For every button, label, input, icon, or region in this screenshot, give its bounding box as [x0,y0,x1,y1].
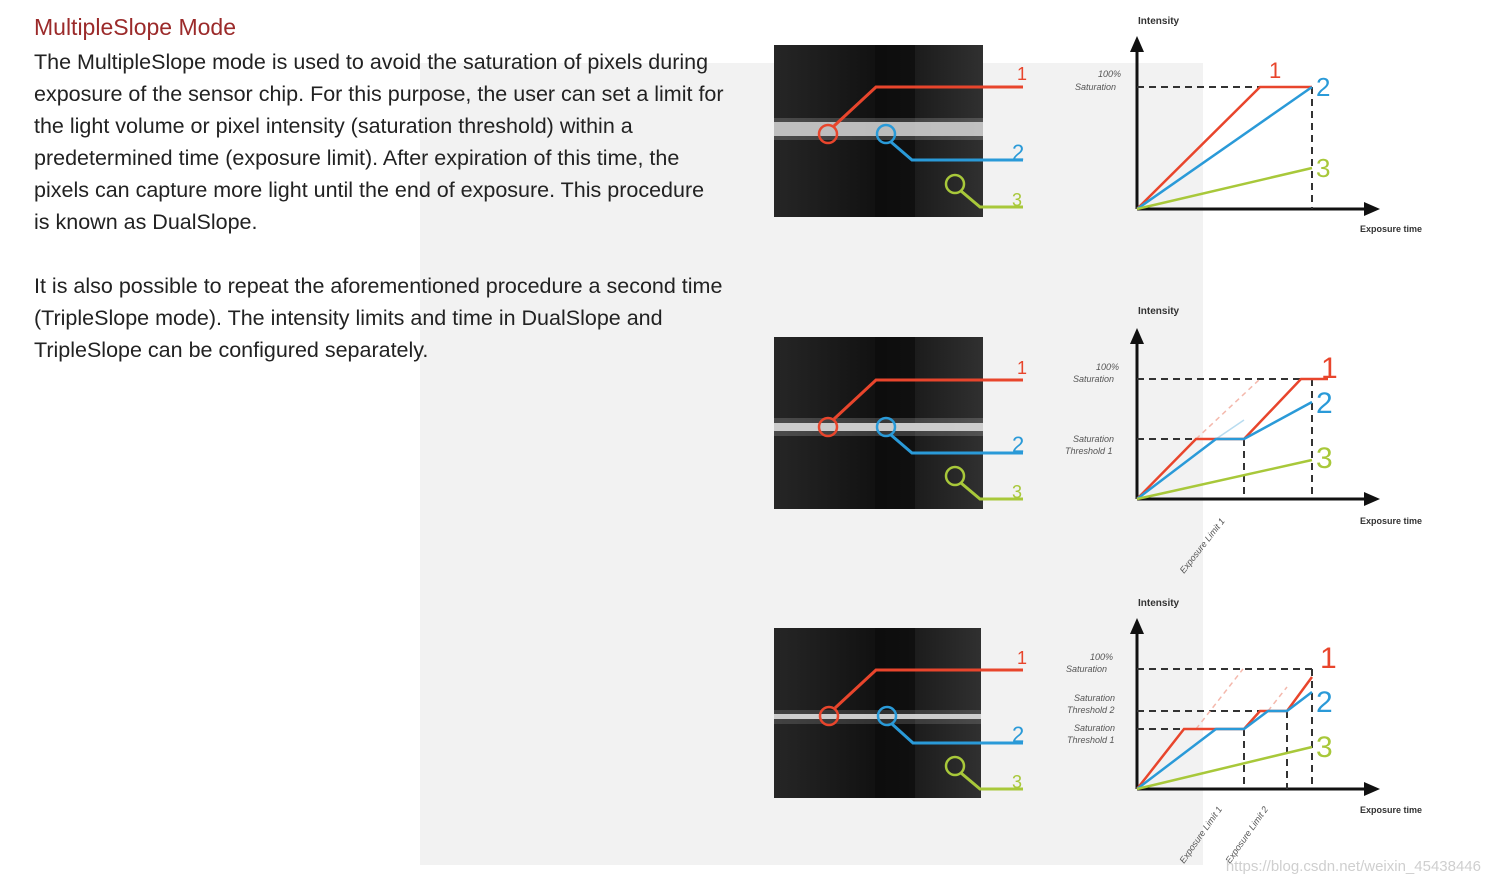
callout-label-2: 2 [1012,432,1024,457]
pixel-1-marker [817,416,839,438]
saturation-100-label: 100% [1098,69,1121,79]
callout-label-2: 2 [1012,722,1024,747]
threshold-1-label: Threshold 1 [1065,446,1113,456]
callout-label-1: 1 [1017,648,1027,668]
x-axis-label: Exposure time [1360,805,1422,815]
y-axis-label: Intensity [1138,306,1180,317]
watermark: https://blog.csdn.net/weixin_45438446 [1225,858,1481,875]
pixel-2-marker [875,416,897,438]
saturation-label: Saturation [1066,664,1107,674]
callout-label-1: 1 [1017,64,1027,84]
pixel-3-marker [944,755,966,777]
callout-label-3: 3 [1012,190,1022,210]
exposure-limit-2-label: Exposure Limit 2 [1223,805,1270,866]
pixel-3-marker [944,465,966,487]
pixel-2-marker [876,705,898,727]
saturation-100-label: 100% [1096,362,1119,372]
curve-1 [1136,676,1314,790]
curve-2 [1136,85,1313,211]
tripleslope-figure: 1 2 3 Intensity Exposure time 100% Satur… [774,598,1422,866]
callout-label-3: 3 [1012,482,1022,502]
paragraph-dualslope: The MultipleSlope mode is used to avoid … [34,50,724,234]
curve-label-3: 3 [1316,153,1330,183]
panel-dualslope: 1 2 3 Intensity Exposure time 100% Satur… [760,302,1460,592]
curve-2 [1136,400,1313,500]
sensor-bright-line [774,423,983,431]
y-axis-label: Intensity [1138,16,1180,27]
curve-3 [1136,166,1313,211]
curve-2 [1136,691,1313,790]
saturation-label: Saturation [1075,82,1116,92]
curve-label-1: 1 [1269,58,1281,83]
curve-label-3: 3 [1316,731,1333,764]
section-heading: MultipleSlope Mode [34,14,237,40]
threshold-2-label: Threshold 2 [1067,705,1115,715]
pixel-1-marker [817,123,839,145]
text-column: MultipleSlope Mode The MultipleSlope mod… [34,12,724,366]
panel-tripleslope: 1 2 3 Intensity Exposure time 100% Satur… [760,592,1460,882]
curve-1 [1136,85,1312,210]
threshold-1-label-top: Saturation [1074,723,1115,733]
exposure-limit-1-label: Exposure Limit 1 [1177,805,1224,866]
curve-3 [1136,745,1313,791]
curve-label-3: 3 [1316,442,1333,475]
threshold-1-label-top: Saturation [1073,434,1114,444]
x-axis-label: Exposure time [1360,224,1422,234]
callout-label-3: 3 [1012,772,1022,792]
threshold-2-label-top: Saturation [1074,693,1115,703]
curve-label-1: 1 [1320,642,1337,675]
threshold-1-label: Threshold 1 [1067,735,1115,745]
curve-3 [1136,458,1313,501]
dualslope-figure: 1 2 3 Intensity Exposure time 100% Satur… [774,306,1422,575]
x-axis-label: Exposure time [1360,516,1422,526]
pixel-3-marker [944,173,966,195]
callout-label-1: 1 [1017,358,1027,378]
curve-label-1: 1 [1321,352,1338,385]
pixel-1-marker [818,705,840,727]
paragraph-tripleslope: It is also possible to repeat the aforem… [34,274,723,362]
y-axis-label: Intensity [1138,598,1180,609]
pixel-2-marker [875,123,897,145]
callout-label-2: 2 [1012,140,1024,165]
exposure-limit-1-label: Exposure Limit 1 [1178,516,1227,575]
curve-label-2: 2 [1316,387,1333,420]
panel-singleslope: 1 2 3 Intensity Exposure time 100% Satur… [760,10,1460,300]
saturation-100-label: 100% [1090,652,1113,662]
singleslope-figure: 1 2 3 Intensity Exposure time 100% Satur… [774,16,1422,234]
curve-label-2: 2 [1316,686,1333,719]
saturation-label: Saturation [1073,374,1114,384]
curve-label-2: 2 [1316,72,1330,102]
